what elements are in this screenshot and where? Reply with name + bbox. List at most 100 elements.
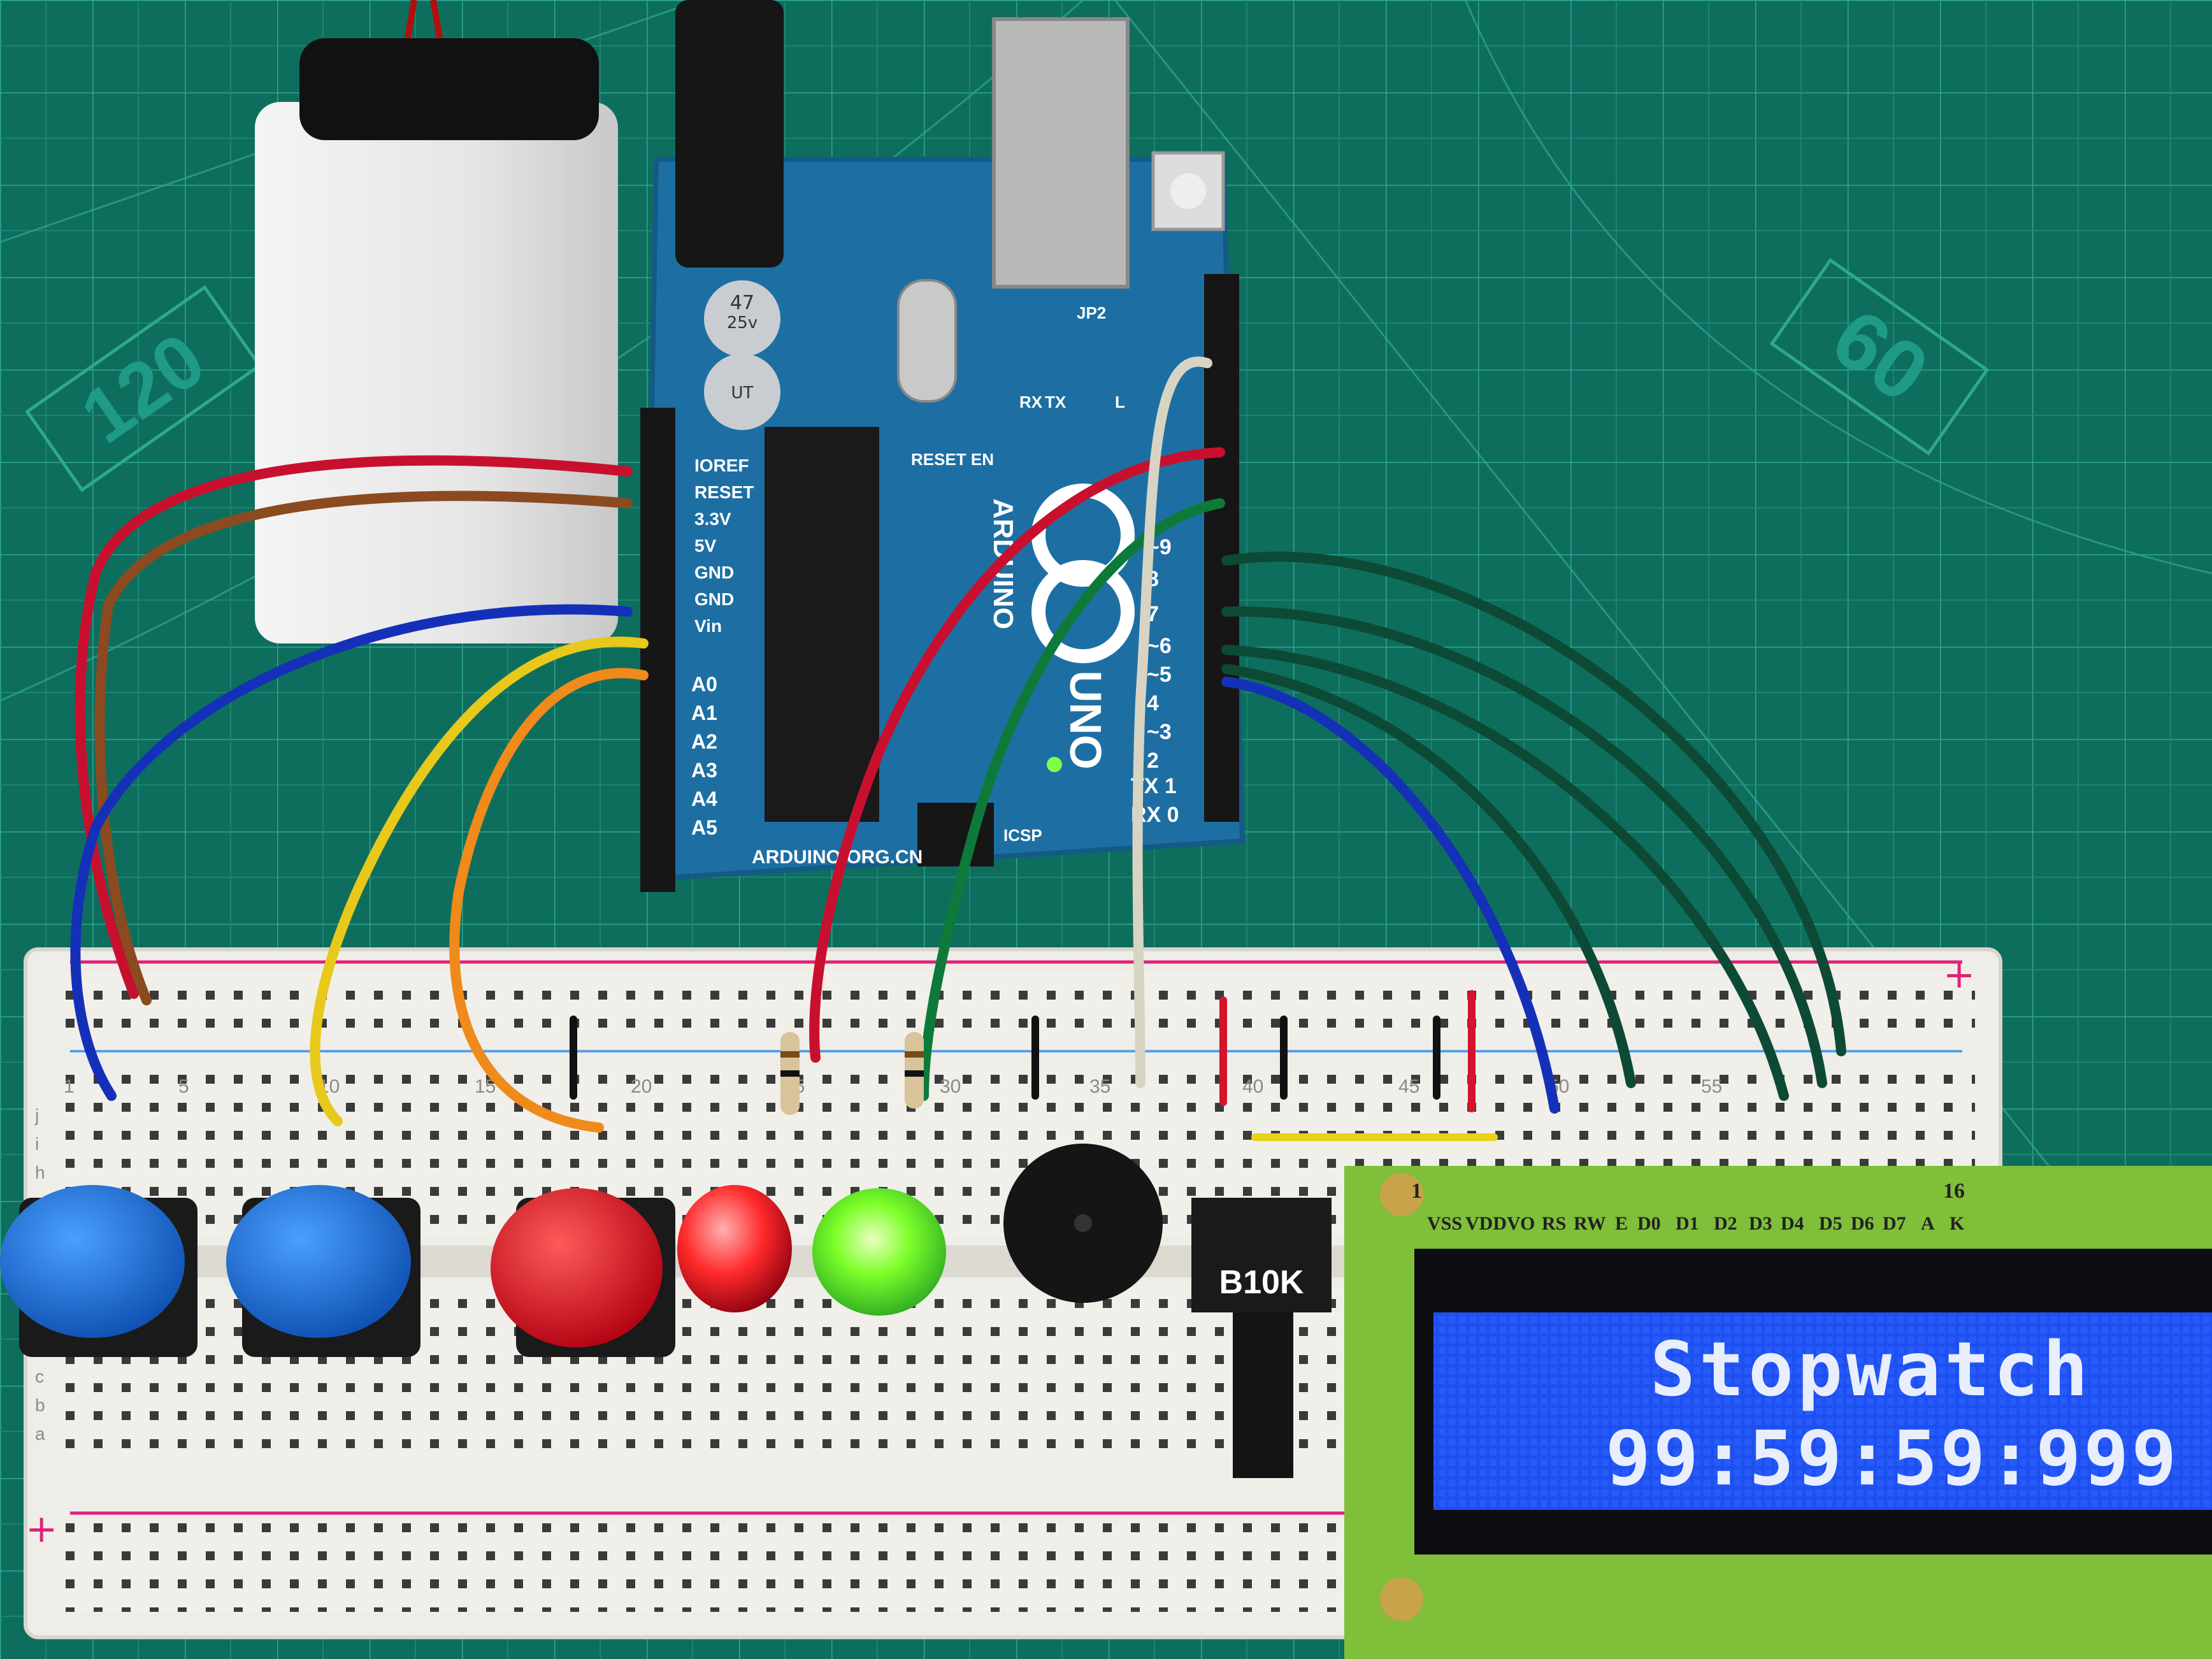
digital-header xyxy=(1204,274,1239,822)
lcd-line-2: 99:59:59:999 xyxy=(1605,1414,2180,1502)
svg-text:K: K xyxy=(1950,1213,1965,1234)
svg-text:A3: A3 xyxy=(691,759,717,782)
svg-text:35: 35 xyxy=(1089,1076,1110,1097)
lcd-screen xyxy=(1433,1312,2212,1510)
crystal-oscillator xyxy=(897,279,957,403)
svg-text:D4: D4 xyxy=(1781,1213,1804,1234)
svg-text:1: 1 xyxy=(64,1076,75,1097)
svg-text:D6: D6 xyxy=(1851,1213,1874,1234)
svg-text:A4: A4 xyxy=(691,787,717,810)
svg-text:TX: TX xyxy=(1045,392,1066,412)
svg-text:UT: UT xyxy=(731,384,754,403)
wire-green-d6 xyxy=(1221,551,1846,1056)
wire-red-d9 xyxy=(809,447,1225,1063)
jumper-wires xyxy=(70,356,1846,1141)
svg-text:RS: RS xyxy=(1542,1213,1566,1234)
resistor-2 xyxy=(905,1032,924,1109)
svg-text:RX: RX xyxy=(1019,392,1043,412)
rail-plus-top: + xyxy=(1943,952,1975,997)
svg-text:5: 5 xyxy=(178,1076,189,1097)
wire-green-d4 xyxy=(1221,645,1789,1101)
wire-yellow-a0 xyxy=(310,636,649,1126)
svg-text:B10K: B10K xyxy=(1219,1264,1304,1301)
svg-text:h: h xyxy=(35,1163,45,1182)
svg-text:j: j xyxy=(34,1105,39,1125)
svg-text:16: 16 xyxy=(1943,1179,1965,1203)
power-led xyxy=(1047,757,1062,772)
svg-text:~3: ~3 xyxy=(1147,720,1172,744)
svg-text:b: b xyxy=(35,1395,45,1415)
wire-green-d5 xyxy=(1221,606,1827,1088)
svg-text:c: c xyxy=(35,1367,44,1386)
svg-text:UNO: UNO xyxy=(1061,670,1110,770)
svg-text:GND: GND xyxy=(694,589,734,609)
buzzer xyxy=(1003,1144,1163,1303)
lcd-line-1: Stopwatch xyxy=(1650,1325,2092,1413)
wire-brown-power xyxy=(94,491,633,1005)
power-pin-labels: IOREF RESET 3.3V 5V GND GND Vin xyxy=(694,456,754,636)
svg-text:Vin: Vin xyxy=(694,616,722,636)
wire-blue-d2 xyxy=(1221,677,1560,1114)
potentiometer[interactable]: B10K xyxy=(1191,1198,1332,1478)
svg-text:1: 1 xyxy=(1411,1179,1422,1203)
svg-text:D1: D1 xyxy=(1676,1213,1699,1234)
svg-text:i: i xyxy=(35,1134,39,1154)
lcd-module: 1 16 VSS VDD VO RS RW E D0 D1 D2 D3 D4 D… xyxy=(1344,1166,2212,1659)
svg-text:40: 40 xyxy=(1242,1076,1263,1097)
svg-text:D0: D0 xyxy=(1637,1213,1661,1234)
analog-pin-labels: A0 A1 A2 A3 A4 A5 xyxy=(691,673,717,839)
svg-text:~5: ~5 xyxy=(1147,663,1172,687)
svg-text:A5: A5 xyxy=(691,816,717,839)
battery-9v xyxy=(255,0,618,643)
svg-text:55: 55 xyxy=(1701,1076,1722,1097)
svg-text:3.3V: 3.3V xyxy=(694,509,731,529)
capacitor-1: 47 25v xyxy=(704,280,780,357)
svg-text:VDD: VDD xyxy=(1465,1213,1507,1234)
svg-text:RW: RW xyxy=(1574,1213,1606,1234)
svg-text:D3: D3 xyxy=(1749,1213,1772,1234)
rail-plus-bottom: + xyxy=(25,1507,57,1551)
svg-text:VSS: VSS xyxy=(1427,1213,1462,1234)
capacitor-2: UT xyxy=(704,354,780,430)
svg-text:D2: D2 xyxy=(1714,1213,1737,1234)
atmega-chip xyxy=(765,427,879,822)
svg-text:47: 47 xyxy=(730,292,754,314)
svg-text:A: A xyxy=(1921,1213,1935,1234)
dc-barrel-jack xyxy=(675,0,784,268)
svg-text:IOREF: IOREF xyxy=(694,456,749,475)
svg-text:JP2: JP2 xyxy=(1077,303,1106,322)
svg-text:D7: D7 xyxy=(1883,1213,1906,1234)
svg-text:45: 45 xyxy=(1398,1076,1419,1097)
wire-blue-gnd xyxy=(70,604,633,1101)
power-header xyxy=(640,408,675,892)
svg-text:L: L xyxy=(1115,392,1125,412)
wire-white-d7 xyxy=(1132,356,1212,1088)
svg-text:ICSP: ICSP xyxy=(1003,826,1042,845)
svg-text:VO: VO xyxy=(1507,1213,1535,1234)
resistor-1 xyxy=(780,1032,800,1115)
svg-text:25v: 25v xyxy=(727,313,758,333)
svg-text:D5: D5 xyxy=(1819,1213,1842,1234)
usb-b-port xyxy=(992,17,1130,289)
wire-green-d8 xyxy=(919,498,1225,1101)
svg-text:RESET: RESET xyxy=(694,482,754,502)
svg-text:2: 2 xyxy=(1147,749,1159,773)
push-button-blue-2[interactable] xyxy=(226,1185,420,1357)
push-button-blue-1[interactable] xyxy=(0,1185,198,1357)
svg-text:a: a xyxy=(35,1424,45,1444)
led-green xyxy=(812,1188,946,1316)
lcd-pin-labels: VSS VDD VO RS RW E D0 D1 D2 D3 D4 D5 D6 … xyxy=(1427,1213,1965,1234)
svg-text:A2: A2 xyxy=(691,730,717,753)
led-red xyxy=(677,1185,792,1312)
wire-green-d3 xyxy=(1221,664,1636,1088)
svg-text:30: 30 xyxy=(940,1076,961,1097)
push-button-red[interactable] xyxy=(491,1188,675,1357)
svg-text:5V: 5V xyxy=(694,536,717,556)
svg-text:A0: A0 xyxy=(691,673,717,696)
svg-text:E: E xyxy=(1615,1213,1628,1234)
svg-text:20: 20 xyxy=(631,1076,652,1097)
svg-text:A1: A1 xyxy=(691,701,717,724)
svg-text:4: 4 xyxy=(1147,691,1159,715)
svg-text:GND: GND xyxy=(694,563,734,582)
